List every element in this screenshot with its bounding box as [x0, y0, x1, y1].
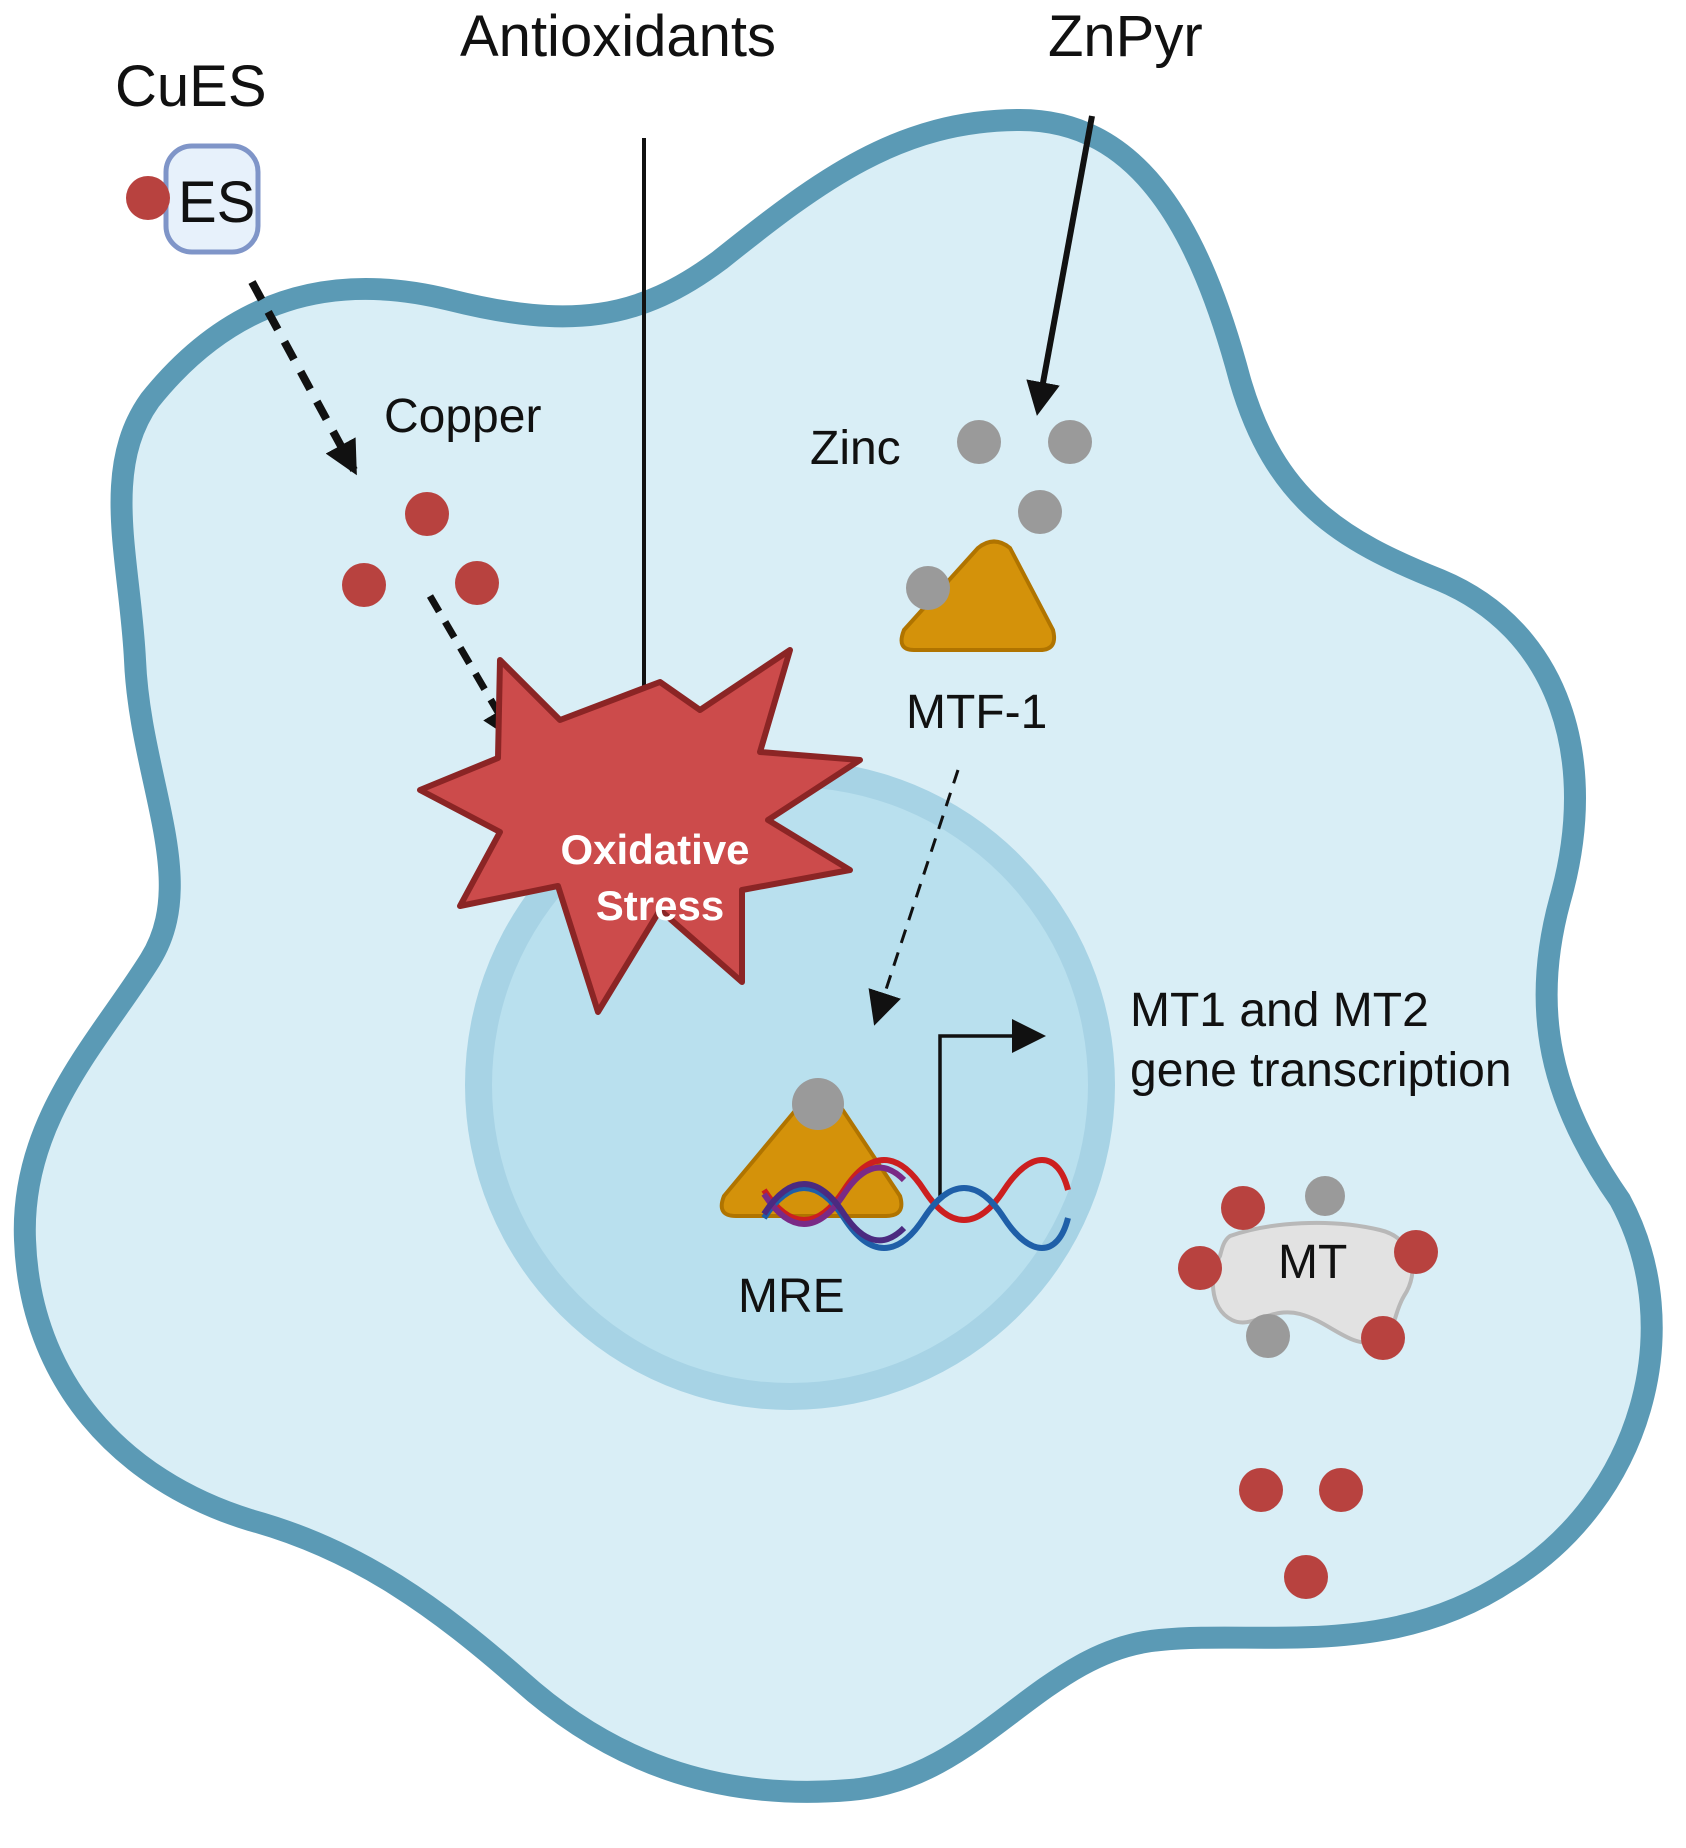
- dna-strand-red: [761, 1157, 1071, 1223]
- cues-to-copper-arrow: [248, 280, 358, 476]
- oxidative-stress-line1: Oxidative: [560, 826, 749, 873]
- zinc-dot: [1048, 420, 1092, 464]
- mtf1-nuclear-zinc: [792, 1078, 844, 1130]
- zinc-label: Zinc: [810, 422, 901, 475]
- copper-dot: [455, 561, 499, 605]
- mtf1-to-mre-arrow: [868, 769, 960, 1026]
- mtf1-bound-zinc: [906, 566, 950, 610]
- copper-label: Copper: [384, 390, 541, 443]
- dna-strand-purple: [761, 1164, 907, 1227]
- copper-dot: [342, 563, 386, 607]
- mt-bound-copper: [1178, 1246, 1222, 1290]
- copper-dot: [1319, 1468, 1363, 1512]
- mt-bound-copper: [1394, 1230, 1438, 1274]
- oxidative-stress-line2: Stress: [596, 882, 724, 929]
- dna-strand-purple-2: [761, 1181, 907, 1244]
- mre-label: MRE: [738, 1270, 845, 1323]
- transcription-start-arrow: [938, 1019, 1046, 1196]
- mtf1-protein: [899, 539, 1057, 652]
- znpyr-label: ZnPyr: [1048, 4, 1203, 69]
- es-label: ES: [178, 170, 255, 235]
- mt-bound-zinc: [1305, 1176, 1345, 1216]
- copper-dot: [405, 492, 449, 536]
- mtf1-label: MTF-1: [906, 686, 1047, 739]
- mt-transcription-line1: MT1 and MT2: [1130, 984, 1429, 1037]
- zinc-dot: [957, 420, 1001, 464]
- dna-strand-blue: [761, 1185, 1071, 1251]
- mt-label: MT: [1278, 1236, 1347, 1289]
- cues-label: CuES: [115, 54, 267, 119]
- znpyr-to-zinc-arrow: [1026, 115, 1095, 416]
- copper-dot: [1239, 1468, 1283, 1512]
- mt-transcription-line2: gene transcription: [1130, 1044, 1512, 1097]
- mt-bound-zinc: [1246, 1314, 1290, 1358]
- cues-copper-dot: [126, 176, 170, 220]
- mt-bound-copper: [1221, 1186, 1265, 1230]
- copper-dot: [1284, 1555, 1328, 1599]
- mt-bound-copper: [1361, 1316, 1405, 1360]
- oxidative-stress-burst: [417, 647, 863, 1015]
- zinc-dot: [1018, 490, 1062, 534]
- antioxidants-label: Antioxidants: [460, 4, 776, 69]
